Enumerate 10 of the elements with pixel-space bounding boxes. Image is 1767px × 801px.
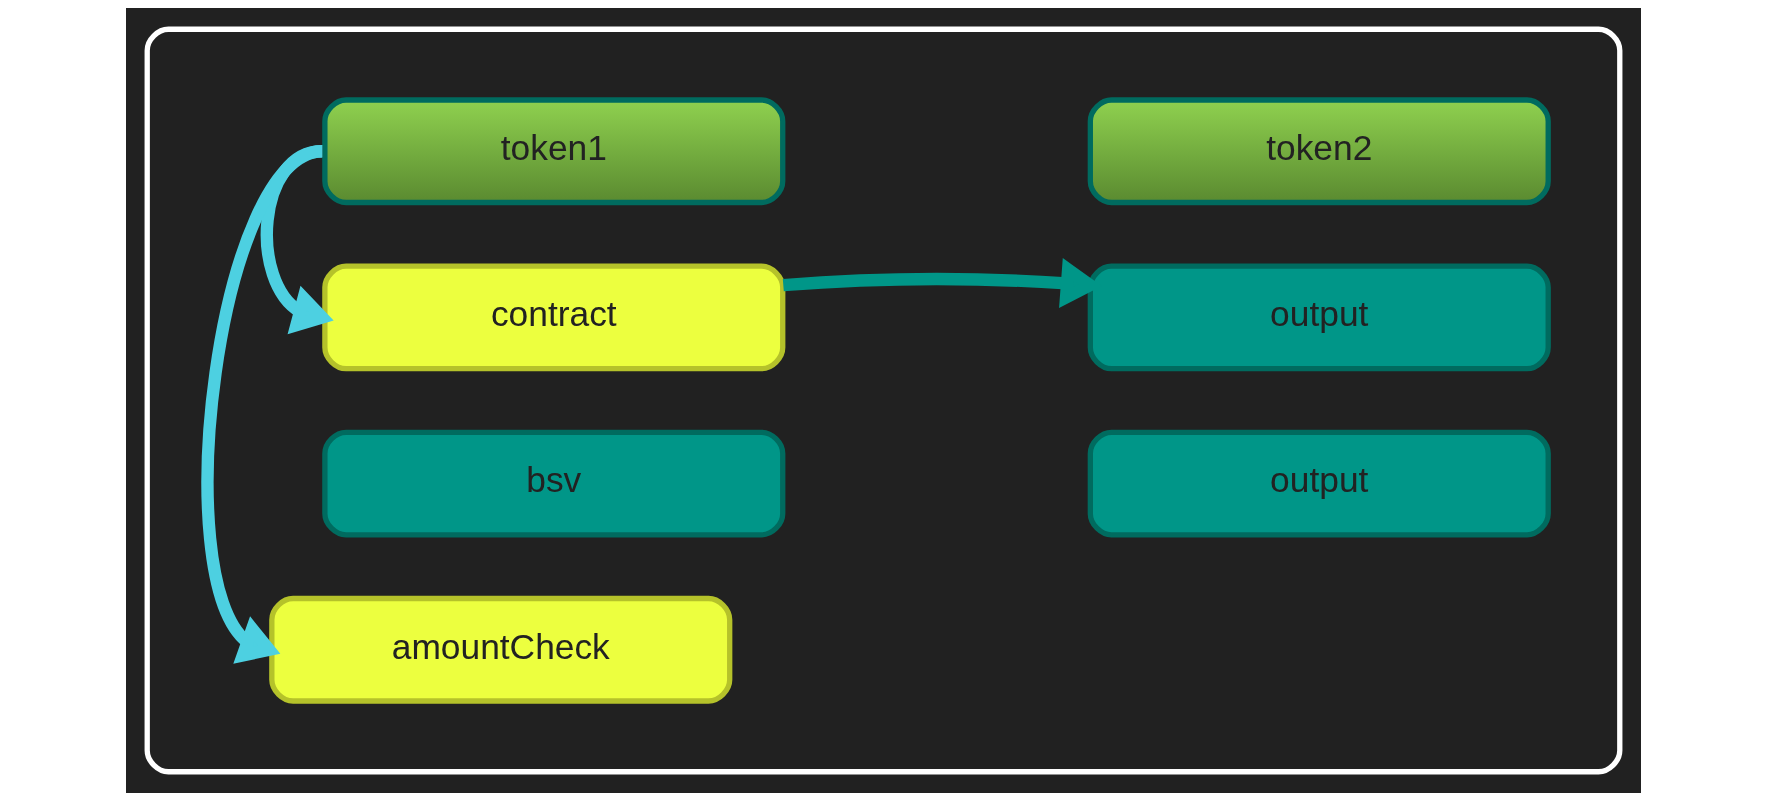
arrow: [260, 145, 334, 335]
arrow: [201, 145, 325, 664]
node-box: amountCheck: [269, 595, 733, 704]
node-box: output: [1087, 263, 1551, 372]
node-box: token2: [1087, 97, 1551, 206]
node-box: output: [1087, 429, 1551, 538]
node-box: token1: [322, 97, 786, 206]
node-box: bsv: [322, 429, 786, 538]
node-box: contract: [322, 263, 786, 372]
cluster: [144, 26, 1623, 775]
